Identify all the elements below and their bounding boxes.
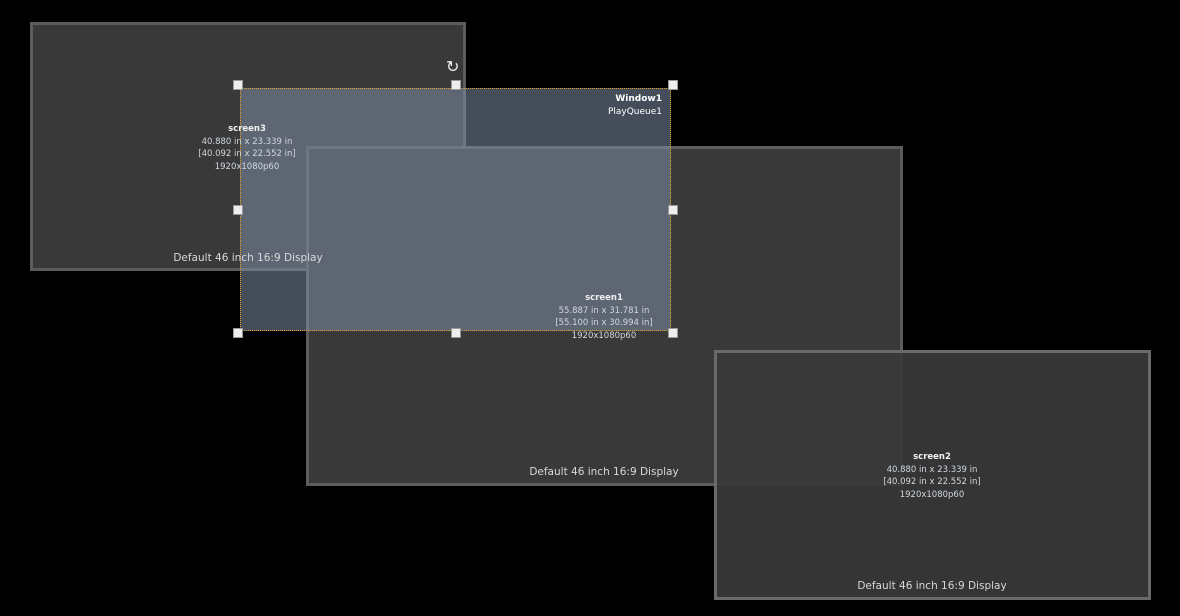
window-title-block: Window1 PlayQueue1 (608, 93, 662, 119)
screen1-mode: 1920x1080p60 (571, 330, 637, 341)
resize-handle-s[interactable] (451, 328, 461, 338)
screen3-inner: [40.092 in x 22.552 in] (198, 149, 296, 159)
screen3-size: 40.880 in x 23.339 in (201, 136, 293, 147)
window-title: Window1 (615, 94, 662, 104)
screen2-size: 40.880 in x 23.339 in (886, 464, 978, 475)
screen3-name: screen3 (228, 124, 266, 134)
screen1-info: screen1 55.887 in x 31.781 in [55.100 in… (555, 292, 652, 342)
resize-handle-nw[interactable] (233, 80, 243, 90)
screen1-inner: [55.100 in x 30.994 in] (555, 318, 653, 328)
window1-selection[interactable]: Window1 PlayQueue1 (240, 88, 671, 331)
screen2[interactable] (714, 350, 1151, 600)
resize-handle-sw[interactable] (233, 328, 243, 338)
screen2-info: screen2 40.880 in x 23.339 in [40.092 in… (883, 451, 980, 501)
screen1-display-label: Default 46 inch 16:9 Display (529, 466, 679, 478)
screen2-mode: 1920x1080p60 (899, 489, 965, 500)
screen2-display-label: Default 46 inch 16:9 Display (857, 580, 1007, 592)
screen3-info: screen3 40.880 in x 23.339 in [40.092 in… (198, 123, 295, 173)
screen1-size: 55.887 in x 31.781 in (558, 305, 650, 316)
playqueue-label: PlayQueue1 (607, 107, 662, 117)
screen3-mode: 1920x1080p60 (214, 161, 280, 172)
resize-handle-n[interactable] (451, 80, 461, 90)
screen3-display-label: Default 46 inch 16:9 Display (173, 252, 323, 264)
resize-handle-se[interactable] (668, 328, 678, 338)
rotate-icon[interactable]: ↻ (446, 57, 460, 76)
resize-handle-e[interactable] (668, 205, 678, 215)
resize-handle-w[interactable] (233, 205, 243, 215)
screen2-inner: [40.092 in x 22.552 in] (883, 477, 981, 487)
screen2-name: screen2 (913, 452, 951, 462)
resize-handle-ne[interactable] (668, 80, 678, 90)
screen1-name: screen1 (585, 293, 623, 303)
